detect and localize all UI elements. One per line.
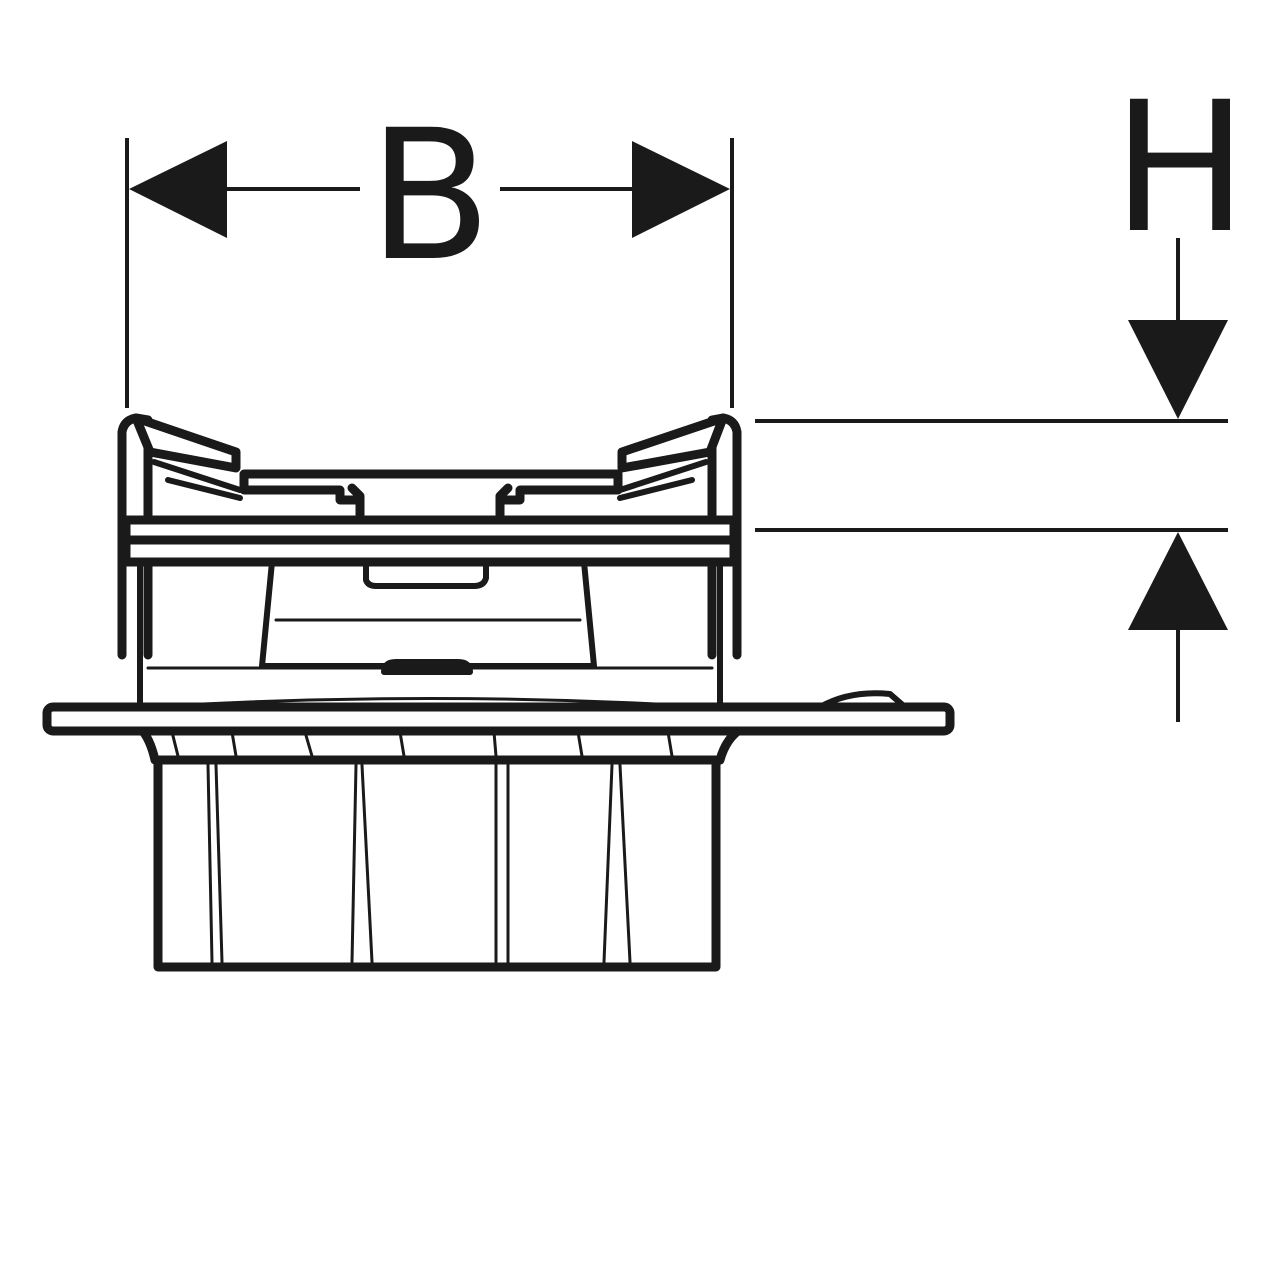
housing-bands	[121, 515, 739, 567]
grate-plate	[239, 469, 623, 505]
height-dimension: H	[755, 64, 1248, 722]
inner-trap	[146, 559, 714, 675]
width-dimension: B	[125, 92, 734, 408]
grate-chevron-left	[151, 459, 243, 501]
grate-chevron-right	[617, 459, 709, 501]
trap-outline	[259, 559, 597, 669]
width-label: B	[368, 92, 492, 301]
top-grate	[131, 413, 728, 525]
grate-rim	[131, 413, 241, 473]
body-rib-1	[206, 763, 224, 964]
body-rib-2	[350, 763, 374, 964]
height-arrow-up	[1128, 532, 1228, 630]
trap-tab	[363, 563, 489, 589]
band-lower	[121, 535, 739, 567]
flange-plate-outline	[42, 702, 955, 736]
grate-rim-right	[617, 413, 728, 473]
body-rib-4	[602, 763, 632, 964]
height-arrow-down	[1128, 320, 1228, 419]
collar-ticks	[170, 730, 674, 758]
width-arrow-left	[129, 141, 227, 238]
plate-curve	[146, 697, 714, 709]
flange-plate	[42, 690, 955, 736]
grate-latch	[347, 483, 513, 525]
drain-body-outline	[153, 750, 721, 972]
body-rib-3	[494, 763, 510, 964]
plate-tab-right	[817, 690, 908, 710]
width-arrow-right	[632, 141, 730, 238]
drain-body	[153, 750, 721, 972]
